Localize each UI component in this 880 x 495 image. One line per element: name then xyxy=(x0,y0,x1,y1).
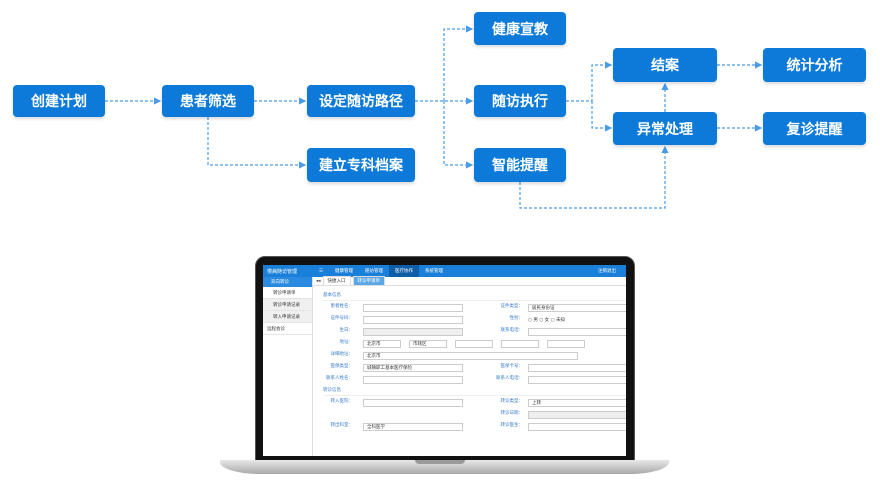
node-close-case: 结案 xyxy=(613,48,717,82)
section-referral: 转诊信息 xyxy=(323,387,626,396)
label-birth: 生日： xyxy=(339,328,354,333)
street-select[interactable] xyxy=(501,340,539,348)
node-revisit-reminder: 复诊提醒 xyxy=(763,112,866,145)
contact-input[interactable] xyxy=(363,376,463,384)
node-smart-reminder: 智能提醒 xyxy=(474,148,566,182)
addr-detail-input[interactable]: 北京市 xyxy=(363,352,578,360)
node-create-plan: 创建计划 xyxy=(13,85,105,117)
nav-collab[interactable]: 医疗协作 xyxy=(389,265,420,277)
node-followup-execution: 随访执行 xyxy=(474,85,566,117)
node-set-followup-path: 设定随访路径 xyxy=(307,85,415,117)
node-statistics: 统计分析 xyxy=(763,48,866,82)
section-basic: 基本信息 xyxy=(323,292,626,301)
city-select[interactable]: 市辖区 xyxy=(409,340,447,348)
nav-health[interactable]: 健康管理 xyxy=(335,269,354,274)
label-gender: 性别： xyxy=(509,316,524,321)
node-exception-handling: 异常处理 xyxy=(613,112,717,145)
nav-system[interactable]: 系统管理 xyxy=(425,269,444,274)
node-patient-screening: 患者筛选 xyxy=(162,85,254,117)
app-title: 慢病随访管理 xyxy=(267,268,298,275)
province-select[interactable]: 北京市 xyxy=(363,340,401,348)
node-specialty-archive: 建立专科档案 xyxy=(307,148,415,182)
doctor-input[interactable] xyxy=(528,423,626,431)
sidebar: 双向转诊 转诊申请单 转诊申请记录 转入申请记录 远程会诊 xyxy=(263,277,313,456)
laptop-base xyxy=(220,460,669,474)
label-addr: 地址： xyxy=(339,340,354,345)
logout-button[interactable]: 注销退出 xyxy=(598,269,616,274)
gender-radios[interactable]: ○ 男 ○ 女 ○ 未知 xyxy=(528,318,565,323)
tab-quick[interactable]: 快捷入口 xyxy=(322,276,351,286)
label-contact-phone: 联系人电话： xyxy=(496,376,523,381)
sidebar-group-referral[interactable]: 双向转诊 xyxy=(263,277,312,287)
app-screen: 慢病随访管理 ☰ 健康管理 随访管理 医疗协作 系统管理 注销退出 双向转诊 转… xyxy=(263,265,626,456)
menu-icon[interactable]: ☰ xyxy=(319,268,324,274)
dept-select[interactable]: 全科医学 xyxy=(363,423,463,431)
nav-followup[interactable]: 随访管理 xyxy=(365,269,384,274)
node-health-education: 健康宣教 xyxy=(474,12,566,45)
label-name: 患者姓名： xyxy=(330,304,354,309)
laptop-notch xyxy=(415,460,465,464)
label-idtype: 证件类型： xyxy=(500,304,524,309)
label-dept: 转出科室： xyxy=(330,423,354,428)
label-ins-no: 医保卡号： xyxy=(500,364,524,369)
label-hosp: 转入医院： xyxy=(330,399,354,404)
label-ref-type: 转诊类型： xyxy=(500,399,524,404)
tab-referral[interactable]: 转诊申请单 xyxy=(352,276,386,286)
label-contact: 联系人姓名： xyxy=(326,376,353,381)
district-select[interactable] xyxy=(455,340,493,348)
label-ins-type: 医保类型： xyxy=(330,364,354,369)
ref-type-input[interactable]: 上转 xyxy=(528,399,626,407)
ref-date-input xyxy=(528,411,626,419)
phone-input[interactable] xyxy=(528,328,626,336)
label-ref-date: 转诊日期： xyxy=(500,411,524,416)
sidebar-item-apply[interactable]: 转诊申请单 xyxy=(263,287,312,299)
ins-type-select[interactable]: 城镇职工基本医疗保险 xyxy=(363,364,463,372)
sidebar-item-apply-records[interactable]: 转诊申请记录 xyxy=(263,299,312,311)
sidebar-item-in-records[interactable]: 转入申请记录 xyxy=(263,311,312,323)
label-phone: 联系电话： xyxy=(500,328,524,333)
birth-input xyxy=(363,328,463,336)
contact-phone-input[interactable] xyxy=(528,376,626,384)
main-content: ◂◂ 快捷入口 转诊申请单 基本信息 患者姓名： 证件类型： 居民身份证 证件号码：… xyxy=(313,276,626,456)
ins-no-input[interactable] xyxy=(528,364,626,372)
idtype-input[interactable]: 居民身份证 xyxy=(528,304,626,312)
label-addr-detail: 详细地址： xyxy=(330,352,354,357)
idno-input[interactable] xyxy=(363,316,463,324)
top-nav: 慢病随访管理 ☰ 健康管理 随访管理 医疗协作 系统管理 注销退出 xyxy=(263,265,626,277)
label-doctor: 转诊医生： xyxy=(500,423,524,428)
hosp-select[interactable] xyxy=(363,399,463,407)
community-select[interactable] xyxy=(547,340,585,348)
sidebar-group-consult[interactable]: 远程会诊 xyxy=(263,323,312,335)
name-select[interactable] xyxy=(363,304,463,312)
label-idno: 证件号码： xyxy=(330,316,354,321)
collapse-icon[interactable]: ◂◂ xyxy=(316,278,321,284)
